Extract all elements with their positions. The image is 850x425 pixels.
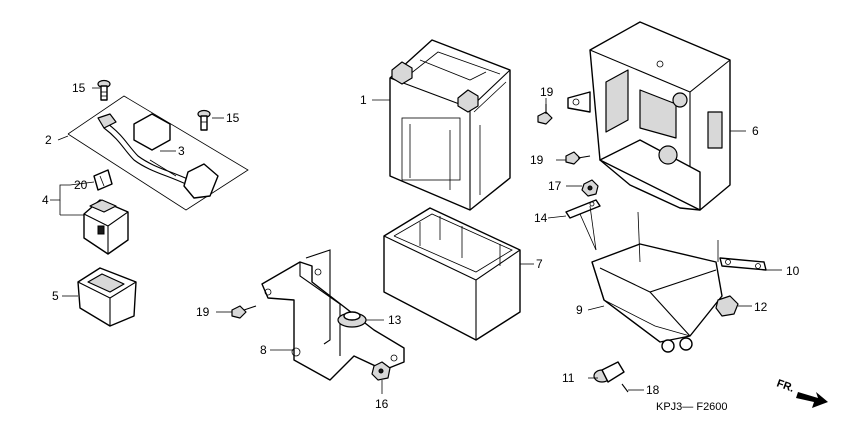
nut-16: [371, 361, 391, 381]
bolt-19a: [537, 104, 553, 125]
label-15a: 15: [72, 81, 86, 95]
label-7: 7: [536, 257, 543, 271]
part-code: KPJ3— F2600: [656, 401, 728, 413]
bolt-15a: [97, 79, 111, 101]
battery-box-case: [567, 21, 731, 211]
relay-cover: [77, 267, 137, 327]
battery-bracket: [261, 249, 405, 381]
label-19b: 19: [530, 153, 544, 167]
rubber-13: [337, 311, 367, 328]
leader-lines: [50, 87, 782, 394]
battery-case: [383, 207, 521, 341]
label-13: 13: [388, 313, 402, 327]
label-18: 18: [646, 383, 660, 397]
stay-10: [719, 257, 767, 271]
relay: [83, 199, 129, 255]
nut-17: [581, 179, 599, 197]
label-15b: 15: [226, 111, 240, 125]
label-11: 11: [562, 371, 575, 385]
label-12: 12: [754, 300, 768, 314]
fuse: [93, 169, 113, 191]
arrow-icon: [796, 392, 828, 408]
label-8: 8: [260, 343, 267, 357]
label-3: 3: [178, 144, 185, 158]
pin-18: [621, 383, 629, 393]
bolt-19b: [565, 151, 591, 165]
label-19a: 19: [540, 85, 554, 99]
label-6: 6: [752, 124, 759, 138]
label-9: 9: [576, 303, 583, 317]
bolt-12: [715, 295, 739, 317]
battery: [389, 39, 511, 211]
label-1: 1: [360, 93, 367, 107]
clamp-14: [565, 199, 601, 251]
label-20: 20: [74, 178, 88, 192]
label-5: 5: [52, 289, 59, 303]
front-label: FR.: [775, 378, 796, 395]
bolt-15b: [197, 109, 211, 131]
front-direction-indicator: FR.: [775, 378, 828, 408]
label-10: 10: [786, 264, 800, 278]
knob-11: [593, 361, 625, 383]
label-4: 4: [42, 193, 49, 207]
label-17: 17: [548, 179, 562, 193]
label-16: 16: [375, 397, 389, 411]
bolt-19c: [231, 305, 257, 319]
label-14: 14: [534, 211, 548, 225]
label-19c: 19: [196, 305, 210, 319]
battery-cover: [591, 211, 723, 353]
part-labels: 1 2 3 4 5 6 7 8 9 10 11 12 13 14 15 15 1…: [42, 81, 800, 411]
label-2: 2: [45, 133, 52, 147]
harness-assembly: [67, 95, 249, 211]
